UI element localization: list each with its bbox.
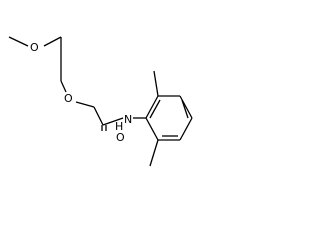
ring-bond-1 — [145, 95, 159, 119]
carbonyl-oxygen-label: O — [116, 131, 125, 144]
amide-nitrogen-label: N — [124, 113, 132, 126]
ring-bond-3 — [179, 95, 193, 119]
bond-methyl-to-methoxy-oxygen — [8, 36, 29, 47]
bond-lower-methyl — [149, 139, 159, 167]
bond-ch2-to-ether-oxygen — [60, 80, 67, 93]
bond-methoxy-oxygen-to-ch2 — [43, 36, 62, 47]
methoxy-oxygen-label: O — [30, 41, 39, 54]
ring-inner-bond-1 — [149, 99, 161, 119]
ether-oxygen-label: O — [64, 92, 73, 105]
bond-carbonyl-carbon-to-nitrogen — [102, 117, 124, 126]
structure-canvas: O O N H O — [0, 0, 199, 185]
molecule-structure: O O N H O — [8, 36, 193, 167]
bond-upper-methyl — [153, 70, 159, 97]
bond-ether-oxygen-to-ch2 — [75, 101, 95, 108]
bond-ch2-to-carbonyl-carbon — [93, 106, 104, 126]
ring-bond-6 — [145, 117, 159, 141]
ring-inner-bond-2 — [181, 99, 189, 119]
amide-hydrogen-label: H — [115, 120, 123, 133]
ring-bond-4 — [179, 117, 193, 141]
